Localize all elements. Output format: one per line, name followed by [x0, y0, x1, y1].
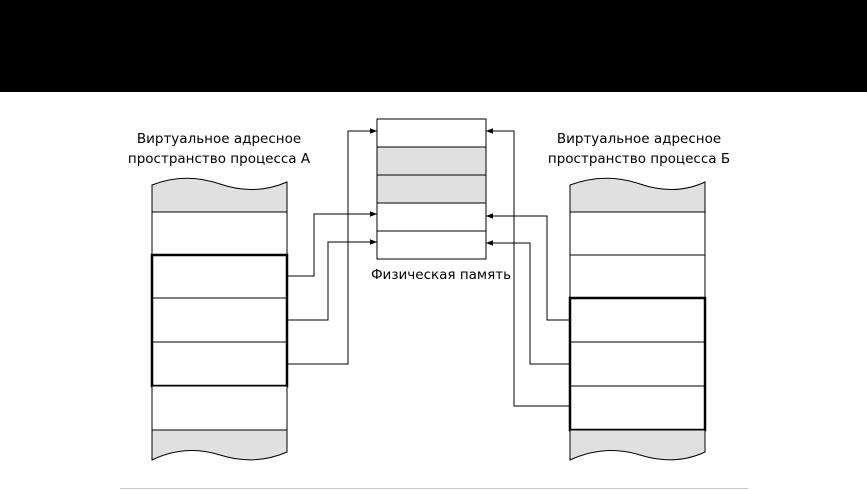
mapping-arrow-a2: [287, 239, 377, 321]
process-b-cell-mapped-2: [569, 341, 706, 387]
process-b-cell-mapped-3: [569, 385, 706, 431]
process-a-label: Виртуальное адресное пространство процес…: [119, 129, 319, 169]
process-b-label-line2: пространство процесса Б: [547, 151, 731, 167]
process-a-cell: [151, 211, 288, 256]
process-b-mapping-arrows: [486, 128, 570, 407]
process-b-cell: [569, 211, 706, 256]
physical-memory-label: Физическая память: [370, 267, 512, 283]
process-b-top-torn-cell: [569, 177, 706, 213]
process-b-cell-mapped-1: [569, 297, 706, 343]
top-banner: [0, 0, 867, 92]
process-a-cell: [151, 385, 288, 431]
process-b-cell: [569, 254, 706, 299]
physical-frame-1: [376, 118, 487, 148]
mapping-arrow-b3: [486, 128, 570, 407]
physical-frame-5: [376, 230, 487, 260]
process-a-bottom-torn-cell: [151, 429, 288, 461]
process-b-label: Виртуальное адресное пространство процес…: [539, 129, 739, 169]
process-a-cell-mapped-2: [151, 297, 288, 343]
mapping-arrow-a3: [287, 128, 377, 365]
process-a-cell-mapped-3: [151, 341, 288, 387]
bottom-divider: [120, 488, 748, 489]
physical-frame-4: [376, 202, 487, 232]
process-b-label-line1: Виртуальное адресное: [556, 131, 722, 147]
process-a-column: [150, 177, 289, 461]
physical-frame-3: [376, 174, 487, 204]
process-a-label-line1: Виртуальное адресное: [136, 131, 302, 147]
process-b-column: [568, 177, 707, 461]
process-a-top-torn-cell: [151, 177, 288, 213]
mapping-arrow-b1: [486, 213, 570, 321]
physical-frame-2: [376, 146, 487, 176]
mapping-arrow-a1: [287, 211, 377, 277]
physical-memory-column: [376, 118, 487, 260]
process-b-bottom-torn-cell: [569, 429, 706, 461]
process-a-cell-mapped-1: [151, 254, 288, 299]
process-a-label-line2: пространство процесса А: [127, 151, 311, 167]
process-a-mapping-arrows: [287, 128, 377, 365]
mapping-arrow-b2: [486, 240, 570, 365]
